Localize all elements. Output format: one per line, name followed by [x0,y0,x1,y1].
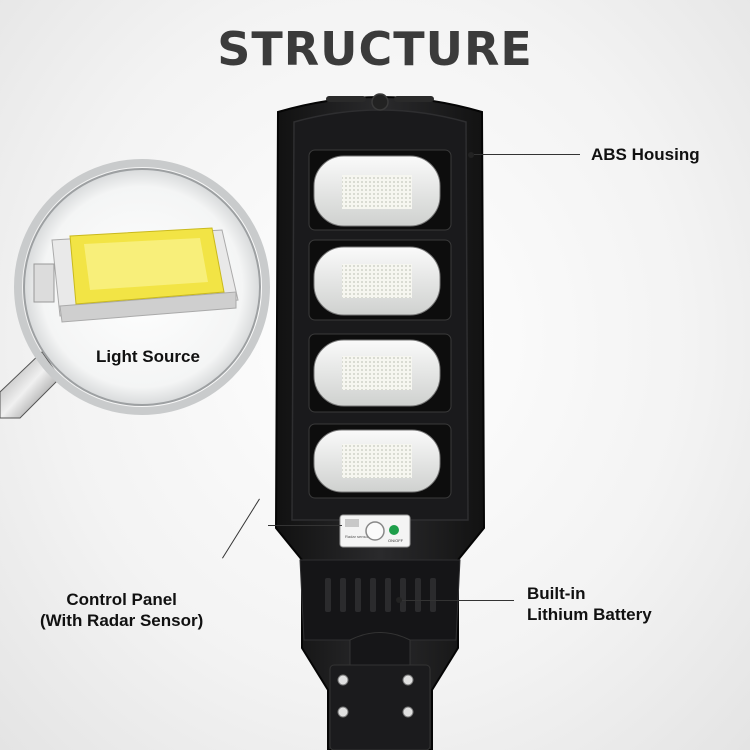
battery-compartment [299,559,461,641]
led-module-4 [308,423,452,499]
sensor-caption: Radar sensor [345,534,370,539]
light-source-label: Light Source [96,347,200,366]
abs-housing-label: ABS Housing [591,145,700,164]
switch-caption: ON/OFF [388,538,404,543]
control-panel: Radar sensor ON/OFF [339,514,411,548]
abs-housing-leader [474,154,580,155]
abs-housing-pointer-dot [468,152,474,158]
diagram-title: STRUCTURE [217,22,533,76]
led-module-2 [308,239,452,321]
battery-label-line-1: Built-in [527,584,586,603]
battery-label: Built-in Lithium Battery [527,583,652,625]
mounting-bracket [329,632,431,750]
radar-sensor-icon [365,521,385,541]
led-chip-icon [33,227,239,323]
led-module-1 [308,149,452,231]
battery-leader [402,600,514,601]
led-module-3 [308,333,452,413]
control-panel-leader [268,525,342,526]
battery-label-line-2: Lithium Battery [527,605,652,624]
control-panel-label-line-1: Control Panel [66,590,177,609]
battery-pointer-dot [396,597,402,603]
on-off-switch-icon [389,525,399,535]
control-panel-label: Control Panel (With Radar Sensor) [40,589,203,631]
control-panel-label-line-2: (With Radar Sensor) [40,611,204,630]
